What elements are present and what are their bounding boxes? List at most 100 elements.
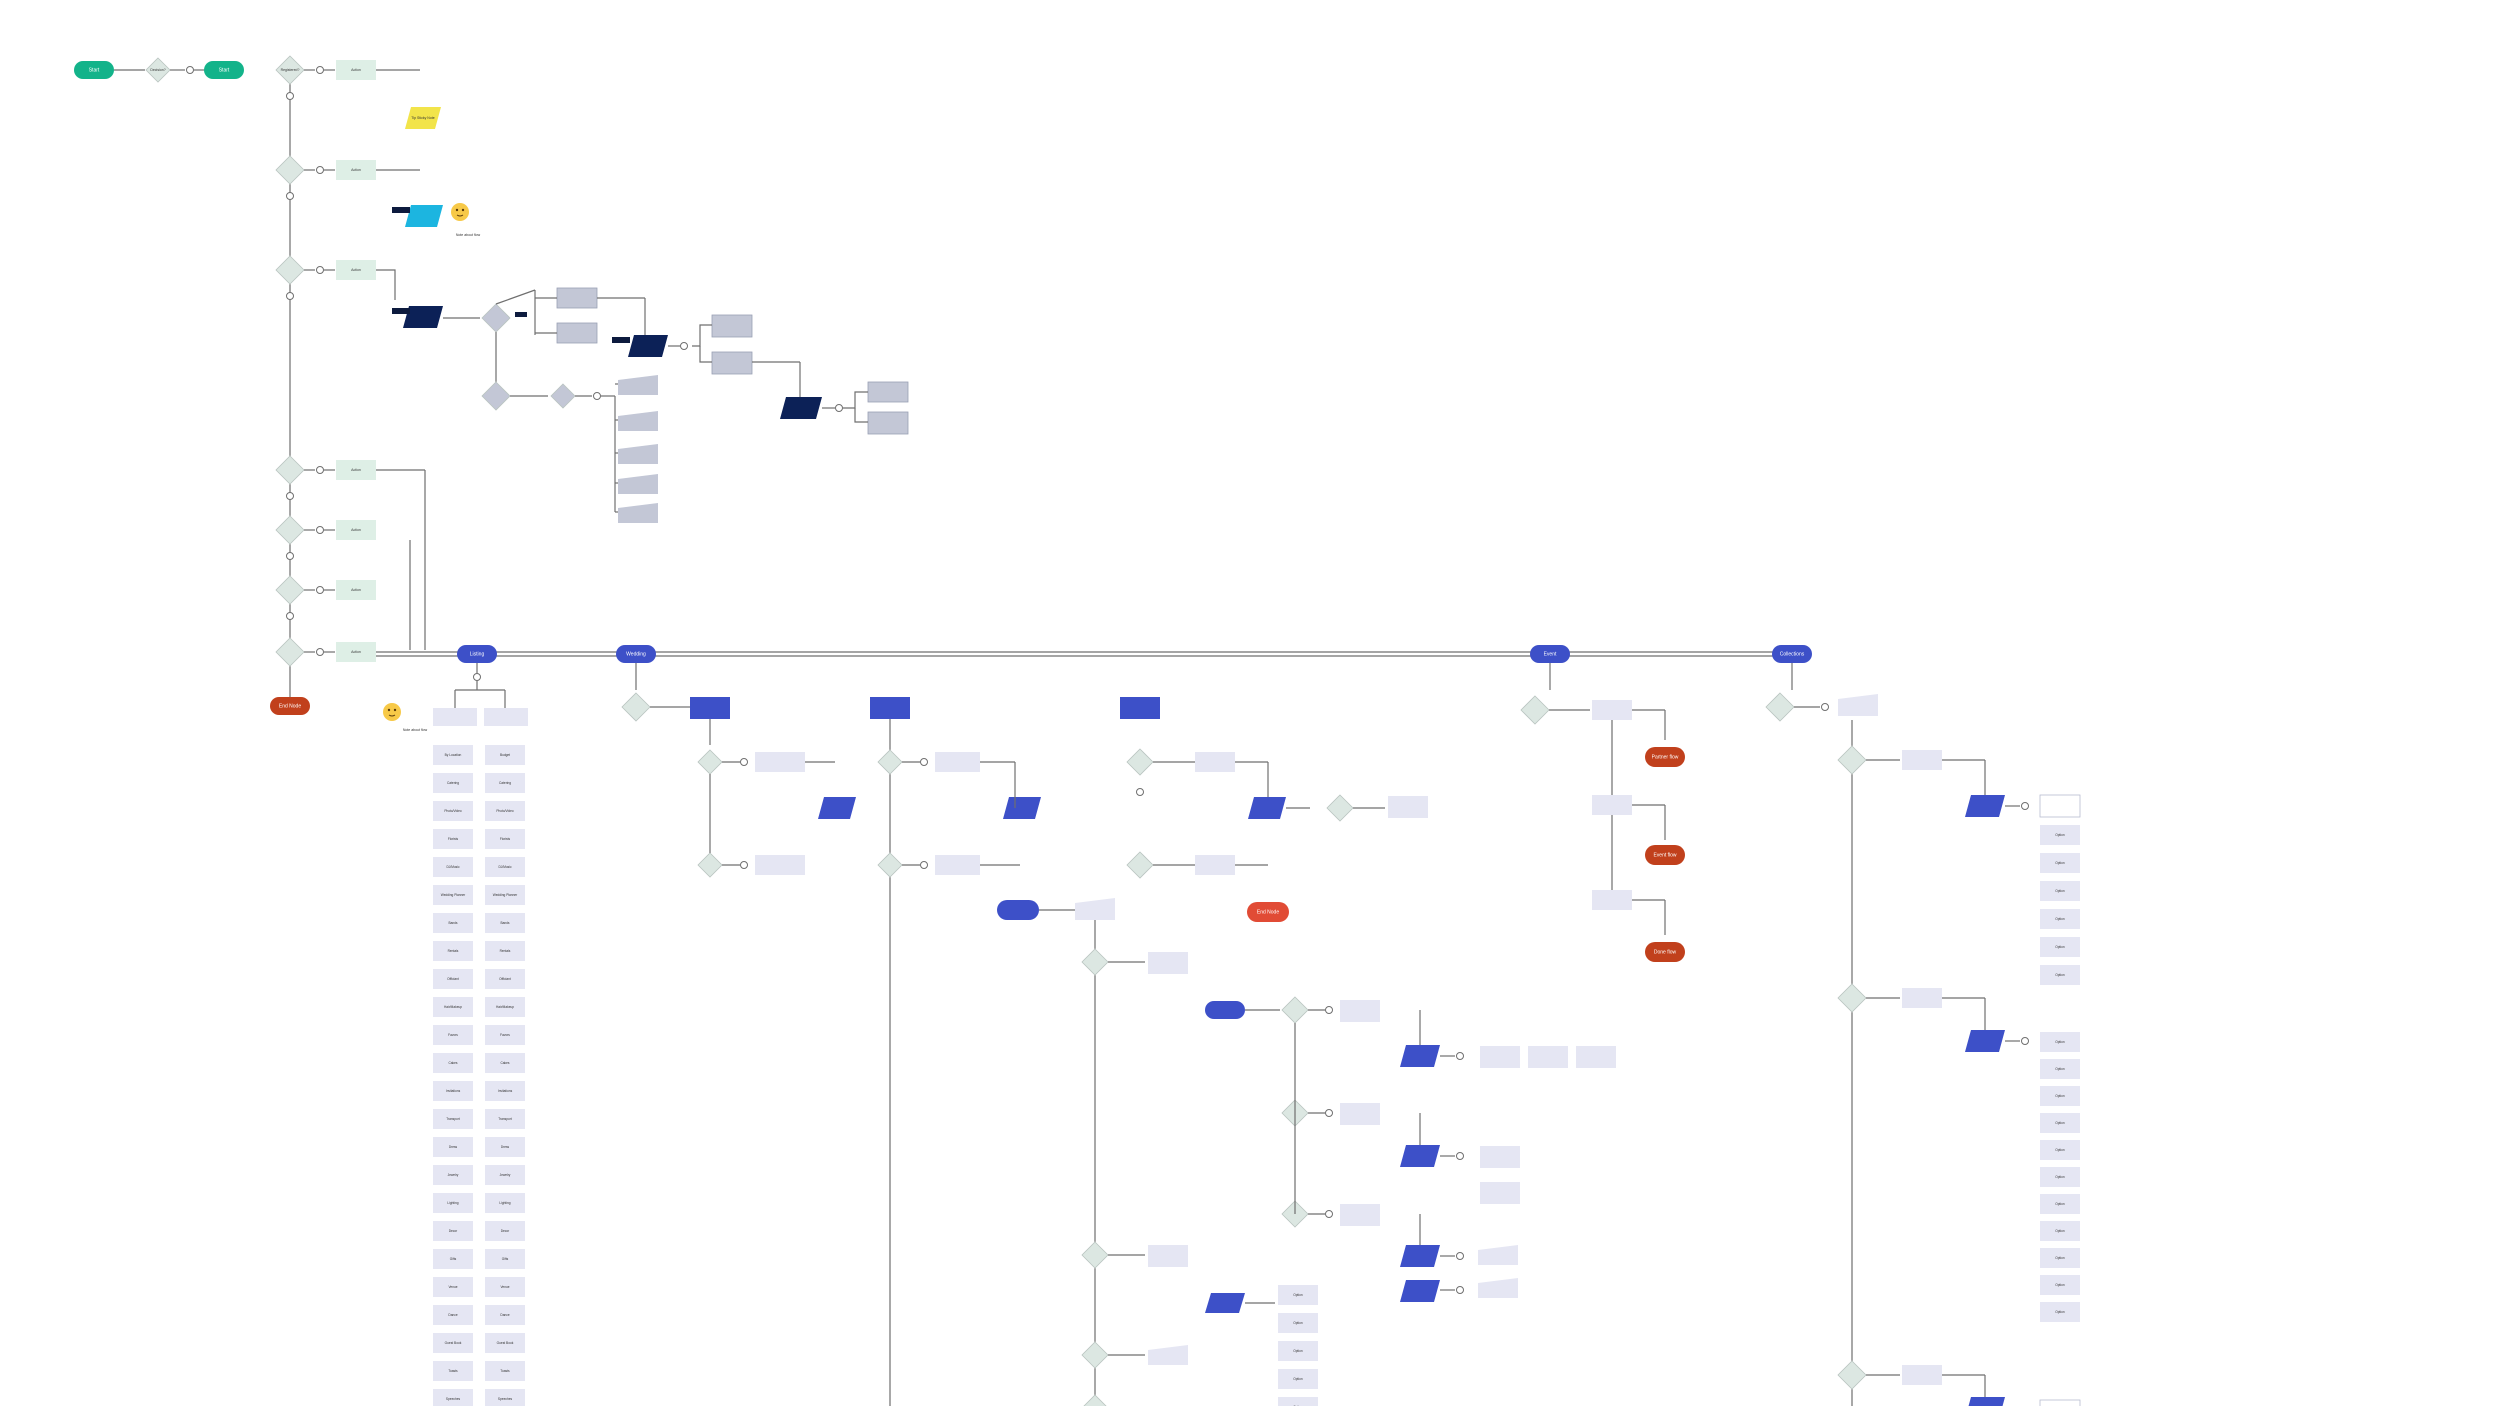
list-item	[935, 855, 980, 875]
list-item	[485, 1081, 525, 1101]
list-item	[485, 1361, 525, 1381]
manual-input-shape	[1148, 1345, 1188, 1365]
list-item-label: Option	[2055, 861, 2065, 865]
connector-dot	[286, 292, 294, 300]
list-item-label: Venue	[448, 1285, 457, 1289]
connector-line	[699, 346, 712, 363]
list-item-label: Option	[2055, 973, 2065, 977]
list-item	[1902, 988, 1942, 1008]
list-item-label: Option	[2055, 1040, 2065, 1044]
list-item	[433, 829, 473, 849]
list-item-label: DJ/Music	[498, 865, 512, 869]
connector-dot	[1325, 1210, 1333, 1218]
list-item-label: Option	[2055, 1148, 2065, 1152]
list-item	[484, 708, 528, 726]
connector-dot	[1821, 703, 1829, 711]
list-item	[433, 1165, 473, 1185]
list-item-label: Jewelry	[500, 1173, 511, 1177]
decision-diamond	[1126, 851, 1154, 879]
process-box	[336, 642, 376, 662]
list-item-label: Catering	[499, 781, 511, 785]
list-item-label: Dress	[449, 1145, 458, 1149]
list-item-label: Cakes	[448, 1061, 457, 1065]
navy-data-shape	[403, 306, 443, 328]
category-node-label: Wedding	[626, 651, 646, 657]
list-item	[1576, 1046, 1616, 1068]
list-item-label: Speeches	[446, 1397, 461, 1401]
blue-pill	[1205, 1001, 1245, 1019]
process-box	[336, 520, 376, 540]
gray-box	[711, 314, 753, 338]
decision-diamond	[1126, 748, 1154, 776]
list-item-label: Officiant	[499, 977, 511, 981]
connector-dot	[473, 673, 481, 681]
list-item	[1278, 1397, 1318, 1406]
list-item-label: Decor	[501, 1229, 510, 1233]
connector-dot	[1325, 1006, 1333, 1014]
connector-line	[843, 391, 868, 409]
list-item-label: Florists	[448, 837, 459, 841]
blue-data-shape	[1400, 1280, 1440, 1302]
connector-dot	[1456, 1052, 1464, 1060]
list-item-label: Officiant	[447, 977, 459, 981]
list-item	[485, 969, 525, 989]
navy-data-shape	[628, 335, 668, 357]
list-item-label: Option	[2055, 945, 2065, 949]
decision-diamond	[275, 55, 305, 85]
list-item	[1902, 750, 1942, 770]
process-box	[336, 60, 376, 80]
connector-line	[495, 289, 536, 305]
list-item	[2040, 881, 2080, 901]
list-item-label: Bands	[448, 921, 457, 925]
list-item	[433, 1221, 473, 1241]
list-item-label: Photo/Video	[444, 809, 462, 813]
list-item	[2040, 937, 2080, 957]
decision-diamond	[481, 303, 511, 333]
list-item	[433, 997, 473, 1017]
blue-data-shape	[1003, 797, 1041, 819]
decision-diamond	[275, 637, 305, 667]
list-item	[2040, 1167, 2080, 1187]
list-item-label: Option	[2055, 1067, 2065, 1071]
list-item-label: Rentals	[448, 949, 459, 953]
decision-diamond	[697, 749, 723, 775]
list-item-label: Option	[1293, 1321, 1303, 1325]
list-item	[1480, 1046, 1520, 1068]
list-item-label: Wedding Planner	[441, 893, 466, 897]
list-item-label: Guest Book	[497, 1341, 514, 1345]
list-item	[485, 857, 525, 877]
blue-data-shape	[1400, 1145, 1440, 1167]
end-node	[270, 697, 310, 715]
process-box	[336, 460, 376, 480]
list-item	[1278, 1341, 1318, 1361]
tag-label	[392, 308, 410, 314]
connector-line	[692, 324, 712, 347]
emoji-note-text: Note about flow	[456, 233, 481, 237]
list-item-label: Option	[2055, 917, 2065, 921]
list-item	[485, 1305, 525, 1325]
list-item-label: Option	[2055, 1121, 2065, 1125]
list-item-label: Option	[1293, 1377, 1303, 1381]
connector-dot	[740, 861, 748, 869]
list-item	[433, 1361, 473, 1381]
gray-box	[556, 287, 598, 309]
list-item	[485, 773, 525, 793]
list-item	[1480, 1182, 1520, 1204]
tag-label	[392, 207, 410, 213]
list-item	[433, 885, 473, 905]
list-item-label: Invitations	[498, 1089, 513, 1093]
decision-diamond	[481, 381, 511, 411]
list-item-label: Bands	[500, 921, 509, 925]
list-item	[433, 969, 473, 989]
callout-note	[405, 205, 443, 227]
blue-pill	[997, 900, 1039, 920]
list-item	[1148, 1245, 1188, 1267]
list-item	[433, 801, 473, 821]
list-item-label: Option	[1293, 1405, 1303, 1406]
decision-diamond	[275, 455, 305, 485]
list-item-label: Rentals	[500, 949, 511, 953]
emoji-eye	[461, 208, 465, 212]
process-label: Action	[351, 168, 361, 172]
list-item	[2040, 1140, 2080, 1160]
list-item	[485, 997, 525, 1017]
